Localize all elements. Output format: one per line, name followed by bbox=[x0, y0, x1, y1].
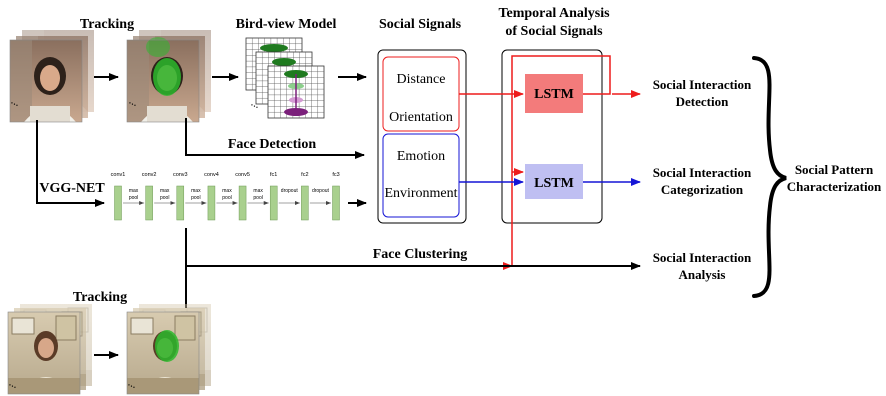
output-detection-line1: Social Interaction bbox=[653, 77, 752, 92]
bird-view-header: Bird-view Model bbox=[236, 17, 337, 32]
vgg-layer-label: conv1 bbox=[111, 172, 126, 178]
vgg-layer-block bbox=[238, 185, 247, 221]
vgg-layer-label: fc3 bbox=[332, 172, 339, 178]
output-categorization-line1: Social Interaction bbox=[653, 165, 752, 180]
vgg-layer-block bbox=[114, 185, 122, 221]
output-analysis-line1: Social Interaction bbox=[653, 250, 752, 265]
arrow-to-vgg bbox=[36, 120, 105, 207]
signal-emotion: Emotion bbox=[397, 149, 445, 164]
temporal-analysis-header: Temporal Analysis bbox=[498, 6, 610, 21]
vgg-layer-block bbox=[145, 185, 153, 221]
vgg-layer-block bbox=[176, 185, 185, 221]
bird-view-grid bbox=[267, 65, 325, 119]
emotion-environment-group bbox=[382, 133, 460, 218]
face-detection-label: Face Detection bbox=[228, 137, 316, 152]
face-clustering-label: Face Clustering bbox=[373, 247, 467, 262]
curly-brace bbox=[752, 56, 787, 298]
signal-orientation: Orientation bbox=[389, 110, 453, 125]
social-signals-box bbox=[377, 49, 467, 224]
vgg-layer-block bbox=[269, 185, 278, 221]
bird-blob bbox=[260, 44, 288, 52]
bird-view-model-grids bbox=[245, 37, 325, 119]
output-analysis-line2: Analysis bbox=[679, 267, 726, 282]
vgg-layer-label: fc2 bbox=[301, 172, 308, 178]
vgg-op-label: pool bbox=[160, 195, 169, 201]
lstm-bottom-label: LSTM bbox=[534, 176, 574, 191]
tracking-frames-top bbox=[9, 30, 94, 123]
vgg-layer-label: fc1 bbox=[270, 172, 277, 178]
vgg-op-label: pool bbox=[129, 195, 138, 201]
tracking-bottom-header: Tracking bbox=[73, 290, 127, 305]
vgg-layer-block bbox=[301, 185, 309, 221]
vgg-layer-block bbox=[332, 185, 340, 221]
vgg-layer-block bbox=[207, 185, 216, 221]
output-categorization-line2: Categorization bbox=[661, 182, 744, 197]
vgg-layer-label: conv3 bbox=[173, 172, 188, 178]
vgg-layer-label: conv2 bbox=[142, 172, 157, 178]
arrow-face-detection bbox=[185, 118, 365, 159]
vgg-op-label: pool bbox=[253, 195, 262, 201]
tracking-top-header: Tracking bbox=[80, 17, 134, 32]
vgg-op-label: max bbox=[191, 188, 201, 194]
vgg-net-label: VGG-NET bbox=[39, 181, 105, 196]
face-tracked-frames-top bbox=[126, 30, 211, 123]
vgg-network: conv1maxpoolconv2maxpoolconv3maxpoolconv… bbox=[111, 172, 340, 221]
vgg-layer-label: conv4 bbox=[204, 172, 219, 178]
vgg-op-label: max bbox=[253, 188, 263, 194]
tracking-frames-bottom bbox=[7, 303, 93, 395]
temporal-analysis-header-line2: of Social Signals bbox=[505, 24, 603, 39]
pattern-line2: Characterization bbox=[787, 179, 882, 194]
red-loop-lstm-top bbox=[511, 55, 611, 266]
face-tracked-frames-bottom bbox=[126, 303, 212, 395]
vgg-op-label: max bbox=[160, 188, 170, 194]
pattern-line1: Social Pattern bbox=[795, 162, 874, 177]
lstm-top-block bbox=[525, 74, 583, 113]
vgg-op-label: max bbox=[222, 188, 232, 194]
vgg-op-label: pool bbox=[191, 195, 200, 201]
vgg-op-label: dropout bbox=[312, 188, 330, 194]
output-detection-line2: Detection bbox=[676, 94, 729, 109]
vgg-op-label: max bbox=[129, 188, 139, 194]
lstm-bottom-block bbox=[525, 164, 583, 199]
lstm-top-label: LSTM bbox=[534, 87, 574, 102]
signal-distance: Distance bbox=[397, 72, 446, 87]
vgg-op-label: dropout bbox=[281, 188, 299, 194]
signal-environment: Environment bbox=[384, 186, 457, 201]
vgg-op-label: pool bbox=[222, 195, 231, 201]
vgg-layer-label: conv5 bbox=[235, 172, 250, 178]
social-signals-header: Social Signals bbox=[379, 17, 462, 32]
